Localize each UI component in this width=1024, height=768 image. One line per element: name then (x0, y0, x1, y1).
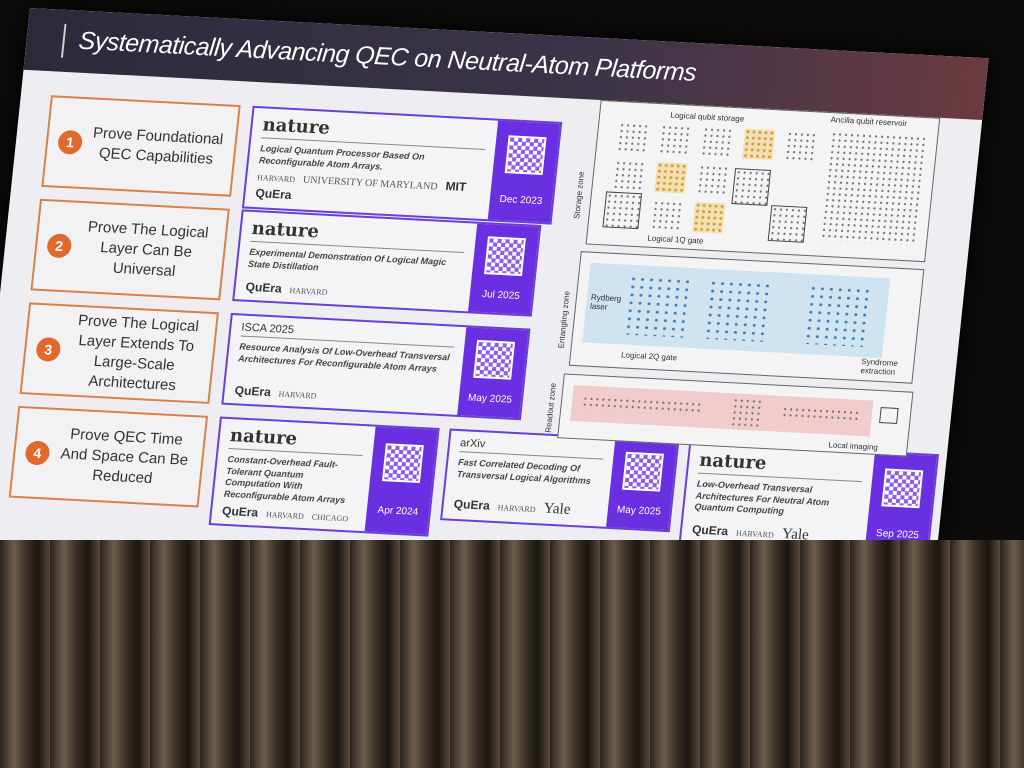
atom-pairs (803, 284, 870, 348)
goal-number: 3 (35, 336, 62, 363)
paper-date: May 2025 (467, 392, 513, 406)
affiliation-logos: QuEra HARVARD CHICAGO (221, 504, 356, 525)
quera-logo: QuEra (254, 186, 293, 203)
camera-icon (879, 407, 899, 424)
imaging-label: Local imaging (828, 440, 879, 452)
date-panel: Jul 2025 (468, 223, 540, 315)
1q-gate-array (731, 168, 772, 206)
logical-qubit-array (742, 128, 776, 161)
goal-text: Prove QEC Time And Space Can Be Reduced (59, 425, 189, 488)
atom-pairs (623, 274, 690, 338)
presentation-slide: Systematically Advancing QEC on Neutral-… (0, 8, 989, 616)
goal-text: Prove The Logical Layer Extends To Large… (77, 311, 200, 395)
ancilla-label: Ancilla qubit reservoir (830, 115, 908, 129)
2q-gate-label: Logical 2Q gate (620, 350, 678, 363)
stage-curtain (0, 540, 1024, 768)
atom-array (650, 199, 684, 232)
date-panel: Dec 2023 (487, 120, 561, 223)
harvard-logo: HARVARD (289, 285, 328, 297)
goal-2: 2 Prove The Logical Layer Can Be Universa… (30, 198, 230, 301)
chicago-logo: CHICAGO (311, 512, 349, 524)
quera-logo: QuEra (691, 522, 729, 539)
1q-gate-array (602, 191, 643, 230)
harvard-logo: HARVARD (265, 509, 305, 521)
storage-zone: Logical qubit storage Ancilla qubit rese… (585, 99, 941, 263)
readout-zone: Local imaging (557, 373, 914, 457)
paper-date: Jul 2025 (481, 289, 521, 303)
storage-zone-label: Storage zone (572, 171, 587, 220)
quera-logo: QuEra (221, 503, 259, 520)
entangling-zone-label: Entangling zone (556, 290, 572, 349)
atom-pairs (703, 278, 770, 342)
goal-number: 1 (56, 129, 84, 155)
mit-logo: MIT (444, 179, 467, 195)
goal-1: 1 Prove Foundational QEC Capabilities (41, 95, 241, 197)
qr-code-icon[interactable] (381, 443, 424, 484)
qr-code-icon[interactable] (473, 339, 516, 380)
venue: nature (228, 425, 365, 457)
yale-logo: Yale (542, 500, 572, 518)
atom-array (784, 130, 818, 163)
atom-array (730, 397, 764, 427)
syndrome-label: Syndrome extraction (860, 357, 899, 377)
paper-title: Low-Overhead Transversal Architectures F… (693, 478, 830, 517)
qr-code-icon[interactable] (504, 135, 547, 176)
screen-frame: Systematically Advancing QEC on Neutral-… (0, 0, 1024, 560)
goal-number: 2 (45, 233, 73, 259)
readout-zone-label: Readout zone (543, 382, 558, 433)
quera-logo: QuEra (453, 496, 491, 513)
paper-date: Dec 2023 (498, 194, 543, 208)
paper-title: Resource Analysis Of Low-Overhead Transv… (237, 341, 451, 374)
goal-text: Prove Foundational QEC Capabilities (92, 124, 224, 168)
goal-number: 4 (24, 440, 51, 466)
harvard-logo: HARVARD (497, 503, 536, 515)
affiliation-logos: QuEra HARVARD (245, 279, 460, 305)
quera-logo: QuEra (245, 279, 283, 296)
maryland-logo: UNIVERSITY OF MARYLAND (302, 174, 439, 193)
logical-qubit-array (692, 202, 726, 234)
paper-date: Apr 2024 (376, 504, 419, 519)
qr-code-icon[interactable] (881, 468, 924, 509)
date-panel: Apr 2024 (364, 426, 438, 535)
harvard-logo: HARVARD (256, 173, 296, 185)
paper-title: Fast Correlated Decoding Of Transversal … (456, 457, 592, 486)
1q-gate-label: Logical 1Q gate (646, 233, 704, 246)
harvard-logo: HARVARD (278, 389, 317, 401)
architecture-diagram: Logical qubit storage Ancilla qubit rese… (543, 99, 962, 467)
rydberg-label: Rydberg laser (589, 292, 622, 312)
logical-storage-label: Logical qubit storage (669, 110, 745, 124)
goal-3: 3 Prove The Logical Layer Extends To Larg… (19, 302, 219, 404)
atom-array (658, 124, 692, 156)
paper-title: Constant-Overhead Fault-Tolerant Quantum… (223, 453, 346, 506)
affiliation-logos: QuEra HARVARD Yale (453, 495, 599, 520)
1q-gate-array (767, 205, 808, 243)
goal-4: 4 Prove QEC Time And Space Can Be Reduced (8, 405, 209, 508)
date-panel: May 2025 (457, 327, 529, 419)
atom-array (616, 122, 650, 154)
qr-code-icon[interactable] (484, 236, 526, 276)
ancilla-array (819, 131, 928, 246)
harvard-logo: HARVARD (735, 528, 775, 540)
qr-code-icon[interactable] (622, 451, 664, 492)
atom-array (696, 164, 730, 196)
quera-logo: QuEra (234, 382, 272, 399)
entangling-zone: Rydberg laser Logical 2Q gate Syndrome e… (568, 251, 925, 384)
atom-array (612, 159, 646, 192)
paper-title: Experimental Demonstration Of Logical Ma… (247, 246, 447, 273)
paper-date: May 2025 (616, 504, 662, 518)
goal-text: Prove The Logical Layer Can Be Universal (87, 217, 210, 281)
atom-array (700, 126, 734, 158)
affiliation-logos: QuEra HARVARD (234, 383, 449, 409)
logical-qubit-array (654, 162, 688, 194)
